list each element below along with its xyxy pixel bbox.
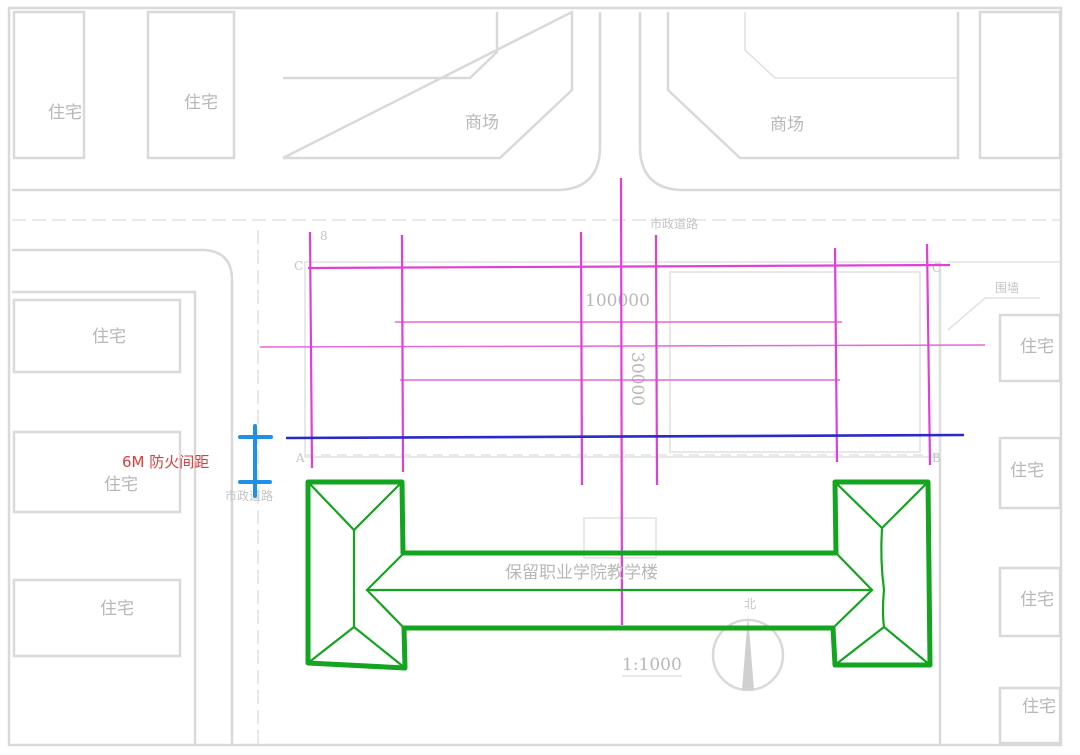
courtyard	[669, 271, 921, 453]
residential-block	[12, 578, 182, 658]
residential-label: 住宅	[92, 327, 126, 347]
residential-block	[12, 298, 182, 374]
drawing-frame	[7, 6, 1063, 747]
road-edge	[638, 12, 1060, 192]
residential-label: 住宅	[104, 475, 138, 495]
right-blocks: 住宅 住宅 住宅 住宅 围墙	[938, 261, 1062, 745]
scale-label: 1:1000	[622, 655, 682, 675]
residential-block	[12, 430, 182, 514]
residential-label: 住宅	[1010, 461, 1044, 481]
residential-block	[998, 686, 1062, 745]
grid-line-vertical	[833, 247, 839, 463]
residential-block	[998, 566, 1062, 638]
commercial-block	[282, 9, 574, 160]
residential-block	[978, 10, 1062, 160]
grid-line-vertical	[654, 234, 659, 486]
height-dimension: 30000	[627, 352, 647, 406]
grid-line-horizontal	[307, 263, 951, 270]
commercial-block	[666, 12, 960, 160]
width-dimension: 100000	[585, 291, 650, 311]
residential-label: 住宅	[100, 599, 134, 619]
commercial-label: 商场	[770, 115, 804, 135]
wall-label: 围墙	[995, 281, 1019, 295]
top-road-label: 市政道路	[650, 216, 698, 231]
road-edge	[12, 290, 197, 745]
commercial-label: 商场	[465, 113, 499, 133]
fire-distance-marker-icon	[238, 424, 273, 498]
residential-block	[998, 313, 1062, 383]
road-edge	[12, 12, 602, 192]
retained-building-outline	[305, 479, 933, 671]
axis-label-c: C	[294, 259, 303, 273]
axis-label-a: A	[295, 451, 305, 465]
residential-block	[146, 10, 236, 160]
grid-line-vertical	[619, 177, 624, 626]
north-arrow-icon: 北	[711, 597, 785, 692]
residential-label: 住宅	[48, 103, 82, 123]
residential-label: 住宅	[184, 93, 218, 113]
wall-leader	[947, 297, 1040, 331]
fire-distance-label: 6M 防火间距	[122, 453, 209, 471]
axis-label-b: B	[932, 451, 941, 465]
grid-line-vertical	[400, 234, 405, 473]
setback-boundary-line	[285, 433, 965, 440]
residential-label: 住宅	[1020, 337, 1054, 357]
residential-block	[12, 10, 86, 160]
commercial-inner	[744, 12, 958, 79]
road-edge	[12, 248, 234, 745]
svg-text:北: 北	[744, 597, 756, 611]
residential-block	[998, 436, 1062, 510]
top-left-blocks: 住宅 住宅 商场	[12, 9, 602, 192]
grid-line-vertical	[579, 231, 584, 486]
axis-label-8: 8	[320, 229, 328, 243]
building-name: 保留职业学院教学楼	[505, 563, 658, 583]
grid-line-vertical	[925, 243, 932, 466]
residential-label: 住宅	[1022, 697, 1056, 717]
left-blocks: 住宅 住宅 住宅 市政道路	[12, 230, 273, 745]
grid-line-horizontal	[259, 344, 986, 348]
grid-line-vertical	[308, 231, 314, 469]
magenta-grid	[259, 177, 986, 626]
left-road-label: 市政道路	[225, 488, 273, 503]
top-right-blocks: 商场	[638, 10, 1062, 192]
residential-label: 住宅	[1020, 590, 1054, 610]
axis-label-c: C	[932, 261, 941, 275]
entry-block	[583, 517, 657, 559]
